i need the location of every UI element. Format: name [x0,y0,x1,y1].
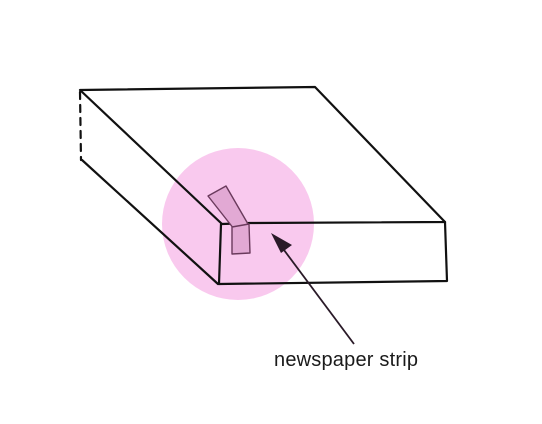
newspaper-strip-label: newspaper strip [274,349,419,371]
pointer-arrow-head [271,233,292,253]
block-left-edge [80,158,220,286]
pointer-arrow-shaft [280,245,355,345]
block-top-face [78,85,447,226]
block-corner-edge [217,222,223,286]
newspaper-strip-side [231,223,251,255]
block-right-face [217,220,449,286]
block-back-edge-dashed [78,90,83,162]
